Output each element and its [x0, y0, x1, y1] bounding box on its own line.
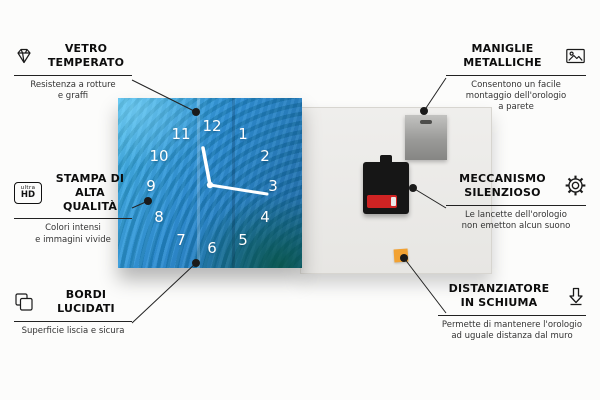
clock-number-11: 11	[171, 125, 191, 143]
callout-title: VETRO TEMPERATO	[47, 42, 125, 69]
clock-number-2: 2	[260, 147, 270, 165]
callout-title: BORDI LUCIDATI	[57, 288, 115, 315]
clock-hands	[201, 146, 269, 196]
clock-number-12: 12	[202, 117, 222, 135]
clock-front-print: 12 1 2 3 4 5 6 7 8 9 10 11	[118, 98, 302, 268]
ultra-hd-icon: ultra HD	[14, 181, 42, 204]
callout-header: MANIGLIE METALLICHE	[446, 42, 586, 76]
callout-bordi-lucidati: BORDI LUCIDATI Superficie liscia e sicur…	[14, 288, 132, 337]
clock-mechanism	[363, 155, 409, 214]
callout-maniglie-metalliche: MANIGLIE METALLICHE Consentono un facile…	[446, 42, 586, 114]
hanger-slot	[420, 120, 432, 124]
mechanism-hook	[380, 155, 392, 164]
clock-back-panel	[300, 107, 492, 274]
callout-header: VETRO TEMPERATO	[14, 42, 132, 76]
callout-meccanismo-silenzioso: MECCANISMO SILENZIOSO	[446, 172, 586, 232]
callout-header: DISTANZIATORE IN SCHIUMA	[438, 282, 586, 316]
clock-number-6: 6	[207, 239, 217, 257]
hd-text: HD	[20, 190, 36, 201]
callout-description: Resistenza a rotture e graffi	[30, 79, 116, 101]
callout-header: ultra HD STAMPA DI ALTA QUALITÀ	[14, 172, 132, 220]
callout-title: DISTANZIATORE IN SCHIUMA	[448, 282, 550, 309]
diamond-icon	[14, 46, 34, 66]
picture-frame-icon	[565, 46, 586, 66]
battery-cap	[391, 197, 396, 206]
callout-description: Le lancette dell'orologio non emetton al…	[461, 209, 571, 231]
polished-edges-icon	[14, 292, 34, 312]
clock-number-10: 10	[149, 147, 169, 165]
callout-header: BORDI LUCIDATI	[14, 288, 132, 322]
battery	[367, 195, 397, 208]
callout-stampa-alta-qualita: ultra HD STAMPA DI ALTA QUALITÀ Colori i…	[14, 172, 132, 246]
gear-icon	[565, 175, 586, 196]
callout-header: MECCANISMO SILENZIOSO	[446, 172, 586, 206]
clock-number-3: 3	[268, 177, 278, 195]
clock-number-8: 8	[154, 208, 164, 226]
metal-hanger-plate	[405, 115, 447, 160]
callout-description: Permette di mantenere l'orologio ad ugua…	[441, 319, 583, 341]
callout-vetro-temperato: VETRO TEMPERATO Resistenza a rotture e g…	[14, 42, 132, 102]
connector-line	[131, 262, 197, 324]
callout-description: Colori intensi e immagini vivide	[35, 223, 111, 245]
clock-number-1: 1	[238, 125, 248, 143]
callout-distanziatore-schiuma: DISTANZIATORE IN SCHIUMA Permette di man…	[438, 282, 586, 342]
clock-number-7: 7	[176, 231, 186, 249]
clock-number-5: 5	[238, 231, 248, 249]
callout-description: Consentono un facile montaggio dell'orol…	[465, 79, 567, 113]
callout-title: MECCANISMO SILENZIOSO	[459, 172, 546, 199]
callout-description: Superficie liscia e sicura	[21, 325, 125, 336]
foam-spacer	[393, 248, 409, 263]
callout-title: STAMPA DI ALTA QUALITÀ	[55, 172, 125, 213]
clock-number-4: 4	[260, 208, 270, 226]
down-arrow-icon	[566, 286, 586, 306]
clock-number-9: 9	[146, 177, 156, 195]
ultra-hd-text: ultra	[20, 184, 36, 191]
callout-title: MANIGLIE METALLICHE	[463, 42, 542, 69]
